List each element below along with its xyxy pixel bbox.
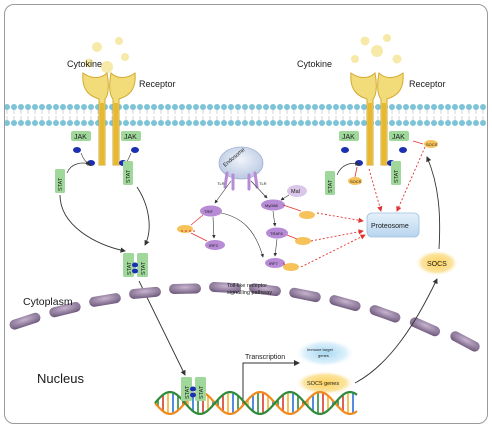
receptor-left-shape [82,71,136,166]
stat-left-single-2: STAT [123,161,133,185]
jak-stat-diagram: Cytokine Receptor Cytokine Receptor JAK … [5,34,487,415]
svg-text:STAT: STAT [127,261,133,275]
cytokine-right-blobs [351,34,402,64]
nuclear-pore-segment [289,287,321,303]
svg-text:IRF3: IRF3 [209,243,218,248]
cell-membrane [5,103,487,127]
stat-right-single-2: STAT [391,161,401,185]
svg-text:TLR: TLR [259,181,267,186]
diagram-frame: Cytokine Receptor Cytokine Receptor JAK … [4,4,488,424]
receptor-right-shape [350,71,404,166]
dna-helix [154,391,358,415]
nuclear-pore-segment [450,331,480,352]
cytokine-right-label: Cytokine [297,59,332,69]
svg-text:STAT: STAT [126,169,132,183]
immune-genes-label-2: genes [318,353,329,358]
stat-right-single-1: STAT [325,171,335,195]
svg-text:JAK: JAK [392,134,405,141]
immune-genes-glow [295,339,355,367]
svg-text:SOCS: SOCS [426,142,438,147]
nuclear-pore-segment [369,305,401,323]
proteosome: Proteosome [366,212,420,238]
svg-text:MyD88: MyD88 [265,203,278,208]
svg-text:TLR: TLR [217,181,225,186]
svg-text:TRAF6: TRAF6 [270,231,283,236]
svg-text:SOCS: SOCS [350,179,362,184]
socs-protein-glow [415,250,459,276]
receptor-left-label: Receptor [139,79,176,89]
svg-text:IRF7: IRF7 [269,261,278,266]
svg-text:STAT: STAT [141,261,147,275]
jak-left-2-label: JAK [124,134,137,141]
nuclear-pore-segment [9,312,41,330]
cytoplasm-label: Cytoplasm [23,296,73,308]
svg-text:JAK: JAK [342,134,355,141]
socs-genes-glow [295,371,355,395]
nuclear-pore-segment [49,301,81,318]
receptor-right-label: Receptor [409,79,446,89]
svg-text:STAT: STAT [328,179,334,193]
tlr-pathway-label-1: Toll-like receptor [227,283,267,289]
transcription-label: Transcription [245,354,285,361]
socs-protein-label: SOCS [427,261,447,268]
stat-left-single-1: STAT [55,169,65,193]
socs-small-nodes [177,211,315,271]
nuclear-pore-segment [209,282,241,294]
irf3-node: IRF3 [205,240,225,250]
myd88-node: MyD88 [261,199,285,211]
cytokine-left-blobs [84,37,129,73]
stat-dimer-cytoplasm: STAT STAT [123,253,148,277]
jak-right-group: JAK JAK [339,131,409,166]
stat-dimer-nucleus: STAT STAT [181,377,206,401]
trif-node: TRIF [200,205,222,217]
traf6-node: TRAF6 [266,227,288,239]
tlr-pathway-label-2: signalling pathway [227,290,272,296]
socs-genes-label: SOCS genes [307,381,339,387]
socs-bound-nodes: SOCS SOCS [348,140,438,185]
svg-text:STAT: STAT [394,169,400,183]
phospho-dot [73,147,81,153]
mal-node: Mal [287,185,307,197]
svg-text:STAT: STAT [58,177,64,191]
svg-text:TRIF: TRIF [204,209,213,214]
phospho-dot [131,147,139,153]
nuclear-pore-segment [249,283,281,297]
irf7-node: IRF7 [265,258,285,268]
nuclear-envelope [9,282,480,352]
nucleus-label: Nucleus [37,371,84,386]
svg-text:STAT: STAT [199,385,205,399]
nuclear-pore-segment [169,283,201,294]
nuclear-pore-segment [89,293,121,307]
svg-text:Proteosome: Proteosome [371,223,409,230]
svg-text:STAT: STAT [185,385,191,399]
nuclear-pore-segment [129,286,161,299]
cytokine-left-label: Cytokine [67,59,102,69]
nuclear-pore-segment [409,317,441,337]
svg-text:Mal: Mal [291,189,300,195]
immune-genes-label-1: Immune target [307,347,334,352]
nuclear-pore-segment [329,295,361,312]
jak-left-group: JAK JAK [71,131,141,166]
endosome: Endosome TLR TLR [217,146,267,191]
jak-left-1-label: JAK [74,134,87,141]
